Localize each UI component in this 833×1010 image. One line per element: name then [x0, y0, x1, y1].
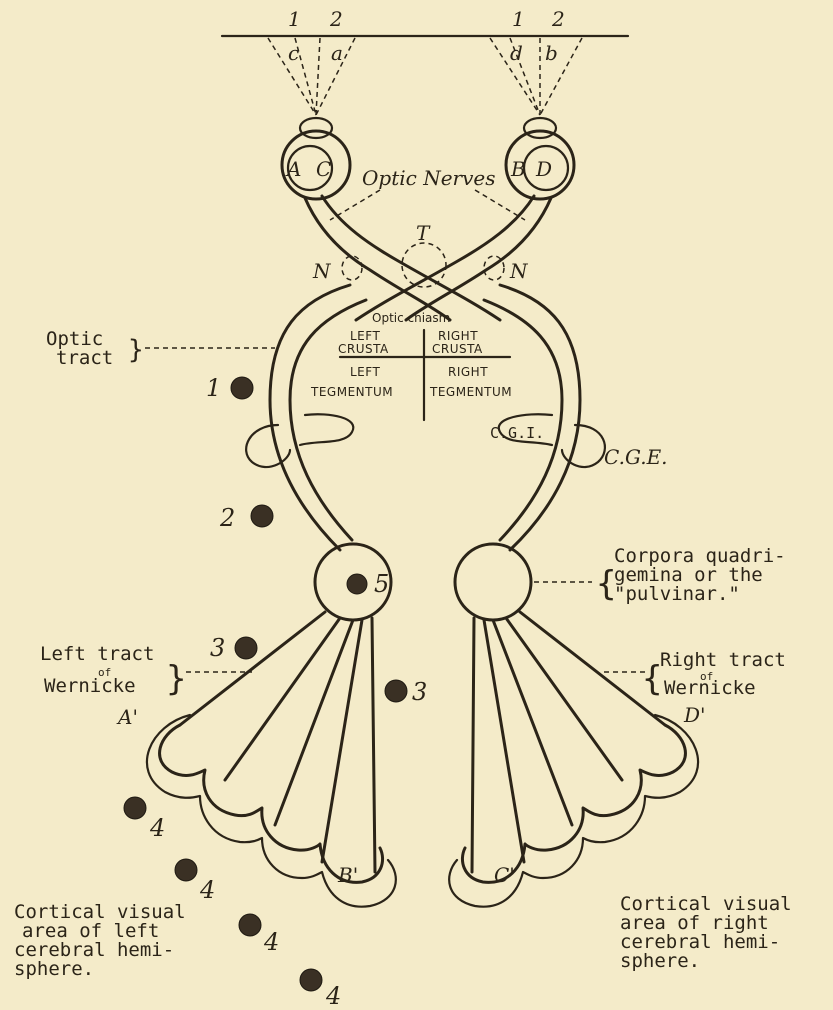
- corpora-line-3: "pulvinar.": [614, 583, 740, 605]
- lesion-dot-4a: [124, 797, 146, 819]
- lesion-dot-3b: [385, 680, 407, 702]
- left-wernicke-brace: }: [166, 659, 186, 699]
- lesion-dot-1: [231, 377, 253, 399]
- retina-number-left-1: 1: [288, 7, 301, 31]
- optic-nerves-label: Optic Nerves: [362, 166, 496, 190]
- field-letter-a: a: [331, 41, 343, 65]
- field-letter-b: b: [545, 41, 558, 65]
- lesion-number-3a: 3: [210, 634, 225, 662]
- right-cortex-line-4: sphere.: [620, 950, 700, 972]
- eye-label-c: C: [316, 157, 331, 181]
- right-wernicke-line-1: Right tract: [660, 649, 786, 671]
- chiasm-t-label: T: [416, 221, 431, 245]
- lesion-dot-4d: [300, 969, 322, 991]
- right-field-cone: [490, 38, 582, 115]
- n-left-label: N: [312, 259, 332, 283]
- lesion-number-5: 5: [374, 570, 389, 598]
- optic-nerves: [305, 196, 551, 320]
- lesion-dot-3a: [235, 637, 257, 659]
- field-letter-d: d: [510, 41, 523, 65]
- left-tegmentum-line-1: LEFT: [350, 365, 380, 379]
- lesion-dot-2: [251, 505, 273, 527]
- left-wernicke-line-1: Left tract: [40, 643, 154, 665]
- cgi-label: C.G.I.: [490, 424, 544, 442]
- d-prime-label: D': [683, 703, 706, 727]
- retina-number-right-2: 2: [551, 7, 565, 31]
- lesion-dot-4c: [239, 914, 261, 936]
- optic-tract-line-2: tract: [56, 347, 113, 369]
- right-tegmentum-line-1: RIGHT: [448, 365, 488, 379]
- eye-label-d: D: [535, 157, 552, 181]
- lesion-number-4a: 4: [149, 814, 165, 842]
- lesion-number-1: 1: [206, 374, 221, 402]
- lesion-number-4b: 4: [199, 876, 215, 904]
- optic-tract-brace: }: [128, 335, 144, 365]
- eye-label-a: A: [285, 157, 301, 181]
- right-pulvinar-circle: [455, 544, 531, 620]
- b-prime-label: B': [337, 863, 358, 887]
- lesion-number-3b: 3: [412, 678, 427, 706]
- retina-number-left-2: 2: [329, 7, 343, 31]
- a-prime-label: A': [116, 705, 138, 729]
- lesion-number-4c: 4: [263, 928, 279, 956]
- lesion-dot-4b: [175, 859, 197, 881]
- right-crusta-line-1: RIGHT: [438, 329, 478, 343]
- right-crusta-line-2: CRUSTA: [432, 342, 483, 356]
- field-letter-c: c: [288, 41, 299, 65]
- cge-label: C.G.E.: [604, 445, 668, 469]
- retina-number-right-1: 1: [512, 7, 525, 31]
- eye-label-b: B: [510, 157, 526, 181]
- lesion-number-4d: 4: [325, 982, 341, 1010]
- left-crusta-line-2: CRUSTA: [338, 342, 389, 356]
- left-cortex-line-4: sphere.: [14, 958, 94, 980]
- right-wernicke-line-3: Wernicke: [664, 677, 756, 699]
- left-wernicke-line-3: Wernicke: [44, 675, 136, 697]
- left-tegmentum-line-2: TEGMENTUM: [310, 385, 393, 399]
- right-tegmentum-line-2: TEGMENTUM: [429, 385, 512, 399]
- lesion-number-2: 2: [219, 504, 235, 532]
- optic-nerves-pointers: [330, 190, 525, 220]
- left-crusta-line-1: LEFT: [350, 329, 380, 343]
- lesion-dot-5: [347, 574, 367, 594]
- chiasm-label: Optic chiasm: [372, 311, 450, 325]
- n-right-label: N: [509, 259, 529, 283]
- c-prime-label: C': [494, 863, 515, 887]
